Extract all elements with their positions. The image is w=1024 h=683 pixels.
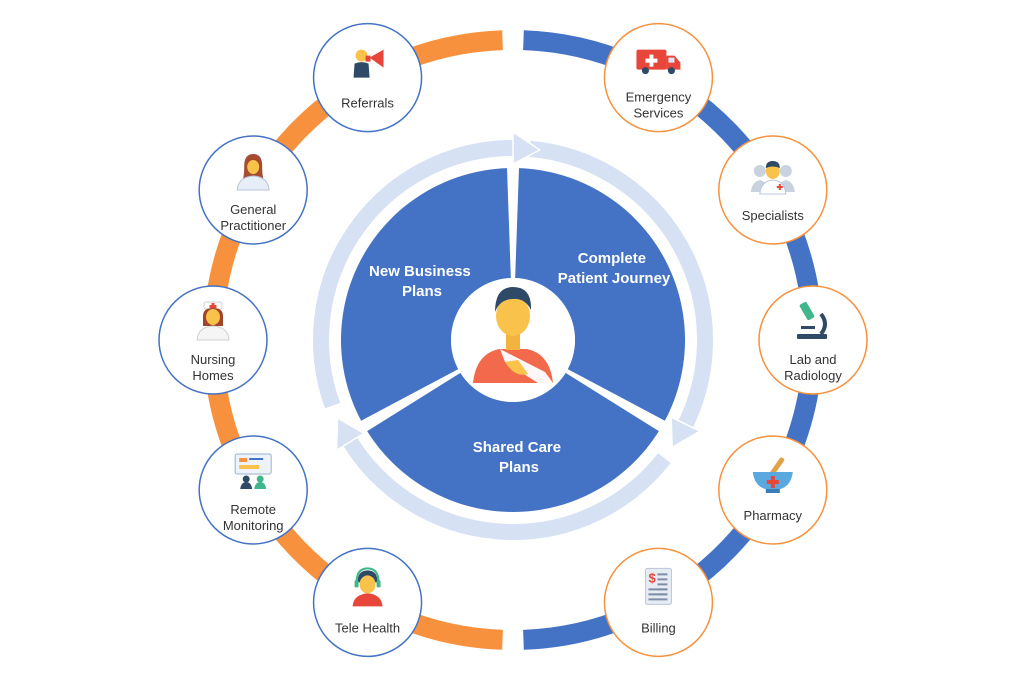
pie-segment-new-business-plans bbox=[341, 168, 511, 421]
cycle-arrow-3 bbox=[313, 140, 520, 409]
mortar-pestle-icon bbox=[752, 457, 793, 493]
node-label-referrals: Referrals bbox=[341, 96, 394, 111]
doctor-icon bbox=[236, 154, 270, 191]
cycle-arrows bbox=[310, 130, 716, 543]
node-pharmacy: Pharmacy bbox=[718, 435, 828, 545]
node-label-tele-health: Tele Health bbox=[335, 620, 400, 635]
node-label-specialists: Specialists bbox=[742, 208, 805, 223]
segment-label-shared-care-plans: Shared Care Plans bbox=[473, 439, 566, 476]
central-pie bbox=[341, 168, 686, 512]
node-circle bbox=[758, 285, 868, 395]
injured-patient-icon bbox=[451, 278, 575, 402]
microscope-icon bbox=[797, 301, 827, 339]
node-circle bbox=[603, 22, 714, 133]
node-circle bbox=[198, 435, 308, 545]
cycle-arrowhead-3 bbox=[512, 130, 542, 166]
segment-labels: New Business Plans Complete Patient Jour… bbox=[369, 250, 671, 476]
node-label-billing: Billing bbox=[641, 620, 676, 635]
cycle-arrow-1 bbox=[529, 140, 713, 434]
node-billing: $ Billing bbox=[603, 547, 714, 658]
node-specialists: Specialists bbox=[718, 135, 828, 245]
svg-text:$: $ bbox=[648, 570, 656, 585]
pie-segment-complete-patient-journey bbox=[515, 168, 686, 421]
node-tele-health: Tele Health bbox=[312, 547, 423, 658]
specialist-doctor-icon bbox=[750, 161, 795, 195]
ambulance-icon bbox=[636, 49, 681, 75]
cycle-arrowhead-2 bbox=[335, 416, 366, 452]
invoice-icon: $ bbox=[644, 567, 672, 605]
cycle-arrowhead-1 bbox=[670, 415, 702, 449]
node-referrals: Referrals bbox=[312, 22, 423, 133]
cycle-arrow-2 bbox=[339, 431, 671, 540]
segment-label-new-business-plans: New Business Plans bbox=[369, 263, 475, 300]
nurse-icon bbox=[196, 301, 230, 341]
segment-label-complete-patient-journey: Complete Patient Journey bbox=[558, 250, 671, 287]
node-label-pharmacy: Pharmacy bbox=[744, 508, 803, 523]
headset-agent-icon bbox=[352, 567, 383, 607]
pie-segment-shared-care-plans bbox=[367, 372, 659, 512]
monitoring-board-icon bbox=[234, 453, 272, 489]
megaphone-person-icon bbox=[353, 49, 384, 78]
